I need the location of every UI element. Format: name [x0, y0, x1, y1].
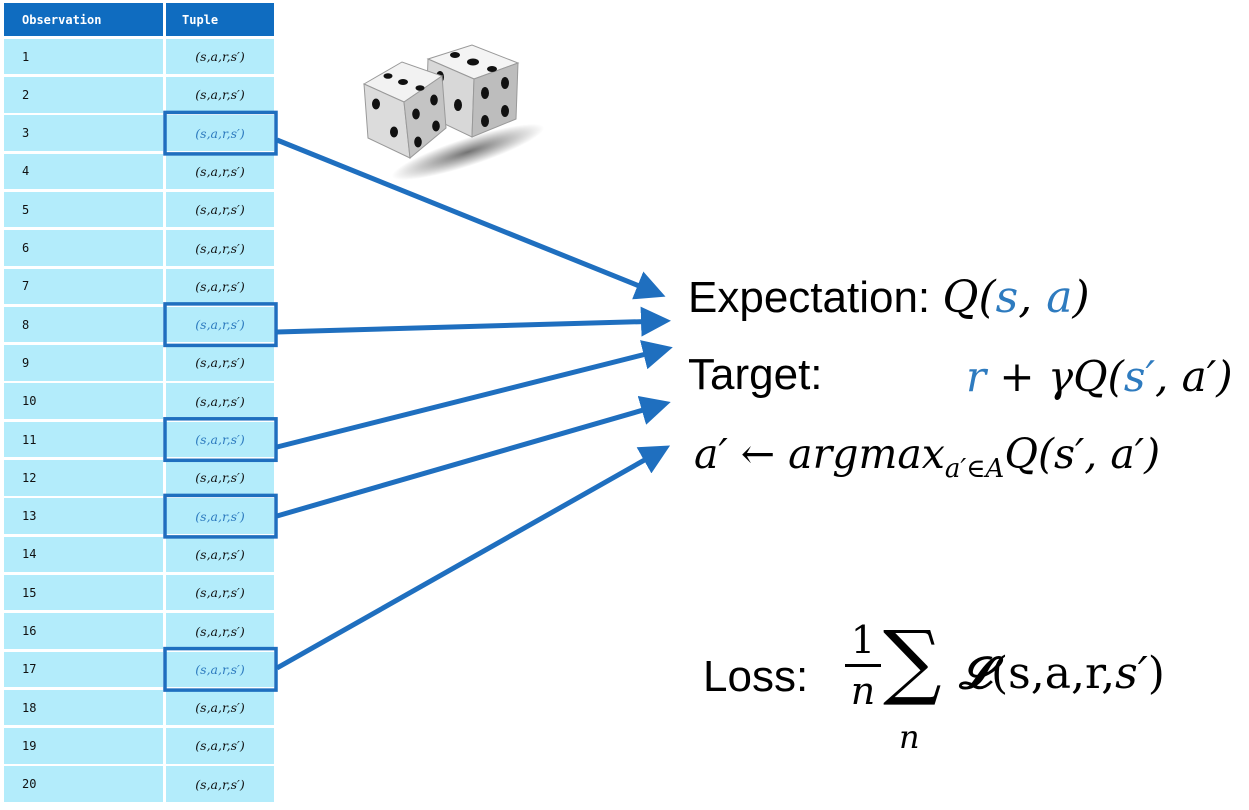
- arrow-row-13: [276, 395, 671, 519]
- table-row: 6(s,a,r,s′): [4, 230, 274, 266]
- tuple-cell: (s,a,r,s′): [166, 77, 274, 113]
- replay-buffer-table: Observation Tuple 1(s,a,r,s′)2(s,a,r,s′)…: [4, 3, 274, 802]
- arrow-row-8: [276, 306, 671, 337]
- tuple-cell: (s,a,r,s′): [166, 38, 274, 75]
- observation-cell: 20: [4, 766, 166, 802]
- target-equation: Target:: [688, 350, 823, 400]
- next-state-s-prime: s′: [1123, 352, 1155, 401]
- loss-expression: 𝓛(s,a,r,s′): [959, 648, 1165, 699]
- sampled-tuple-highlight: [163, 302, 278, 348]
- tuple-cell: (s,a,r,s′): [166, 766, 274, 802]
- observation-cell: 19: [4, 728, 166, 764]
- column-header-observation: Observation: [4, 3, 166, 36]
- reward-r: r: [966, 352, 987, 401]
- observation-cell: 5: [4, 191, 166, 228]
- observation-cell: 12: [4, 460, 166, 496]
- tuple-cell: (s,a,r,s′): [166, 651, 274, 688]
- loss-label: Loss:: [703, 652, 809, 701]
- state-s: s: [995, 272, 1019, 323]
- table-row: 19(s,a,r,s′): [4, 728, 274, 764]
- table-row: 5(s,a,r,s′): [4, 191, 274, 228]
- tuple-cell: (s,a,r,s′): [166, 574, 274, 611]
- tuple-cell: (s,a,r,s′): [166, 689, 274, 726]
- tuple-cell: (s,a,r,s′): [166, 536, 274, 573]
- expectation-equation: Expectation: Q(s, a): [688, 272, 1090, 323]
- table-row: 11(s,a,r,s′): [4, 421, 274, 458]
- column-header-tuple: Tuple: [166, 3, 274, 36]
- arrow-row-11: [276, 340, 673, 450]
- target-label: Target:: [688, 350, 823, 399]
- tuple-cell: (s,a,r,s′): [166, 383, 274, 419]
- table-row: 8(s,a,r,s′): [4, 306, 274, 343]
- observation-cell: 17: [4, 651, 166, 688]
- loss-function: 𝓛: [959, 648, 991, 699]
- table-row: 9(s,a,r,s′): [4, 345, 274, 381]
- summation-sign: ∑: [883, 614, 942, 709]
- observation-cell: 7: [4, 268, 166, 305]
- table-row: 12(s,a,r,s′): [4, 460, 274, 496]
- table-row: 18(s,a,r,s′): [4, 689, 274, 726]
- sampling-arrows: [275, 137, 673, 671]
- observation-cell: 6: [4, 230, 166, 266]
- sampled-tuple-highlight: [163, 110, 278, 156]
- table-row: 14(s,a,r,s′): [4, 536, 274, 573]
- table-row: 7(s,a,r,s′): [4, 268, 274, 305]
- observation-cell: 4: [4, 153, 166, 190]
- table-row: 20(s,a,r,s′): [4, 766, 274, 802]
- table-row: 1(s,a,r,s′): [4, 38, 274, 75]
- table-row: 10(s,a,r,s′): [4, 383, 274, 419]
- table-row: 2(s,a,r,s′): [4, 77, 274, 113]
- expectation-label: Expectation:: [688, 273, 931, 322]
- observation-cell: 14: [4, 536, 166, 573]
- tuple-cell: (s,a,r,s′): [166, 230, 274, 266]
- table-row: 13(s,a,r,s′): [4, 498, 274, 534]
- tuple-cell: (s,a,r,s′): [166, 345, 274, 381]
- table-row: 17(s,a,r,s′): [4, 651, 274, 688]
- q-function-open: Q(: [942, 272, 996, 323]
- fraction: 1 n: [843, 618, 883, 713]
- argmax-equation: a′ ← argmaxa′∈AQ(s′, a′): [694, 430, 1161, 485]
- sampled-tuple-highlight: [163, 493, 278, 539]
- table-row: 15(s,a,r,s′): [4, 574, 274, 611]
- observation-cell: 10: [4, 383, 166, 419]
- tuple-cell: (s,a,r,s′): [166, 191, 274, 228]
- observation-cell: 15: [4, 574, 166, 611]
- sampled-tuple-highlight: [163, 417, 278, 463]
- dice-pair-icon: [362, 44, 545, 181]
- loss-equation: Loss: 1 n ∑ n 𝓛(s,a,r,s′): [703, 614, 1173, 768]
- table-row: 3(s,a,r,s′): [4, 115, 274, 151]
- arrow-row-3: [276, 137, 666, 300]
- table-body: 1(s,a,r,s′)2(s,a,r,s′)3(s,a,r,s′)4(s,a,r…: [4, 38, 274, 802]
- table-row: 4(s,a,r,s′): [4, 153, 274, 190]
- tuple-cell: (s,a,r,s′): [166, 498, 274, 534]
- table-header: Observation Tuple: [4, 3, 274, 36]
- highlight-boxes: [163, 110, 278, 692]
- observation-cell: 18: [4, 689, 166, 726]
- tuple-cell: (s,a,r,s′): [166, 728, 274, 764]
- observation-cell: 16: [4, 613, 166, 649]
- arrow-row-17: [275, 445, 671, 671]
- observation-cell: 13: [4, 498, 166, 534]
- tuple-cell: (s,a,r,s′): [166, 153, 274, 190]
- action-a: a: [1046, 272, 1073, 323]
- observation-cell: 2: [4, 77, 166, 113]
- summation-index: n: [899, 718, 920, 756]
- sampled-tuple-highlight: [163, 646, 278, 692]
- tuple-cell: (s,a,r,s′): [166, 306, 274, 343]
- observation-cell: 1: [4, 38, 166, 75]
- tuple-cell: (s,a,r,s′): [166, 421, 274, 458]
- tuple-cell: (s,a,r,s′): [166, 115, 274, 151]
- observation-cell: 9: [4, 345, 166, 381]
- tuple-cell: (s,a,r,s′): [166, 613, 274, 649]
- tuple-cell: (s,a,r,s′): [166, 268, 274, 305]
- table-row: 16(s,a,r,s′): [4, 613, 274, 649]
- target-expression: r + γQ(s′, a′): [966, 352, 1233, 401]
- tuple-cell: (s,a,r,s′): [166, 460, 274, 496]
